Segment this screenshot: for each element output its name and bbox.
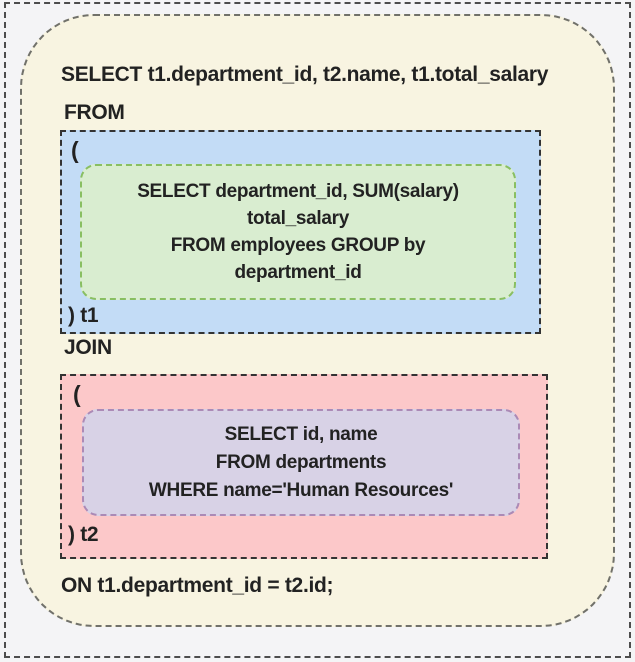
t2-inner-query-box: SELECT id, name FROM departments WHERE n…	[82, 409, 520, 516]
t2-query-line: FROM departments	[215, 451, 387, 473]
select-clause: SELECT t1.department_id, t2.name, t1.tot…	[61, 63, 549, 86]
t2-query-line: WHERE name='Human Resources'	[148, 479, 454, 501]
t1-alias: ) t1	[68, 304, 99, 327]
from-keyword: FROM	[64, 101, 125, 124]
t1-query-line: department_id	[234, 262, 362, 283]
on-clause: ON t1.department_id = t2.id;	[61, 574, 334, 597]
t2-query-line: SELECT id, name	[224, 423, 378, 445]
t2-subquery-box: ( SELECT id, name FROM departments WHERE…	[60, 374, 548, 559]
t1-query-line: FROM employees GROUP by	[170, 235, 426, 256]
t1-query-line: total_salary	[246, 208, 349, 229]
canvas-dashed-border	[4, 2, 631, 658]
t1-inner-query-box: SELECT department_id, SUM(salary) total_…	[80, 164, 516, 300]
join-keyword: JOIN	[64, 336, 112, 359]
t1-subquery-box: ( SELECT department_id, SUM(salary) tota…	[60, 130, 541, 334]
t1-open-paren: (	[71, 137, 79, 163]
outer-query-container: SELECT t1.department_id, t2.name, t1.tot…	[20, 14, 615, 627]
t2-alias: ) t2	[68, 523, 99, 546]
t2-open-paren: (	[73, 381, 81, 407]
t1-query-line: SELECT department_id, SUM(salary)	[137, 181, 459, 202]
